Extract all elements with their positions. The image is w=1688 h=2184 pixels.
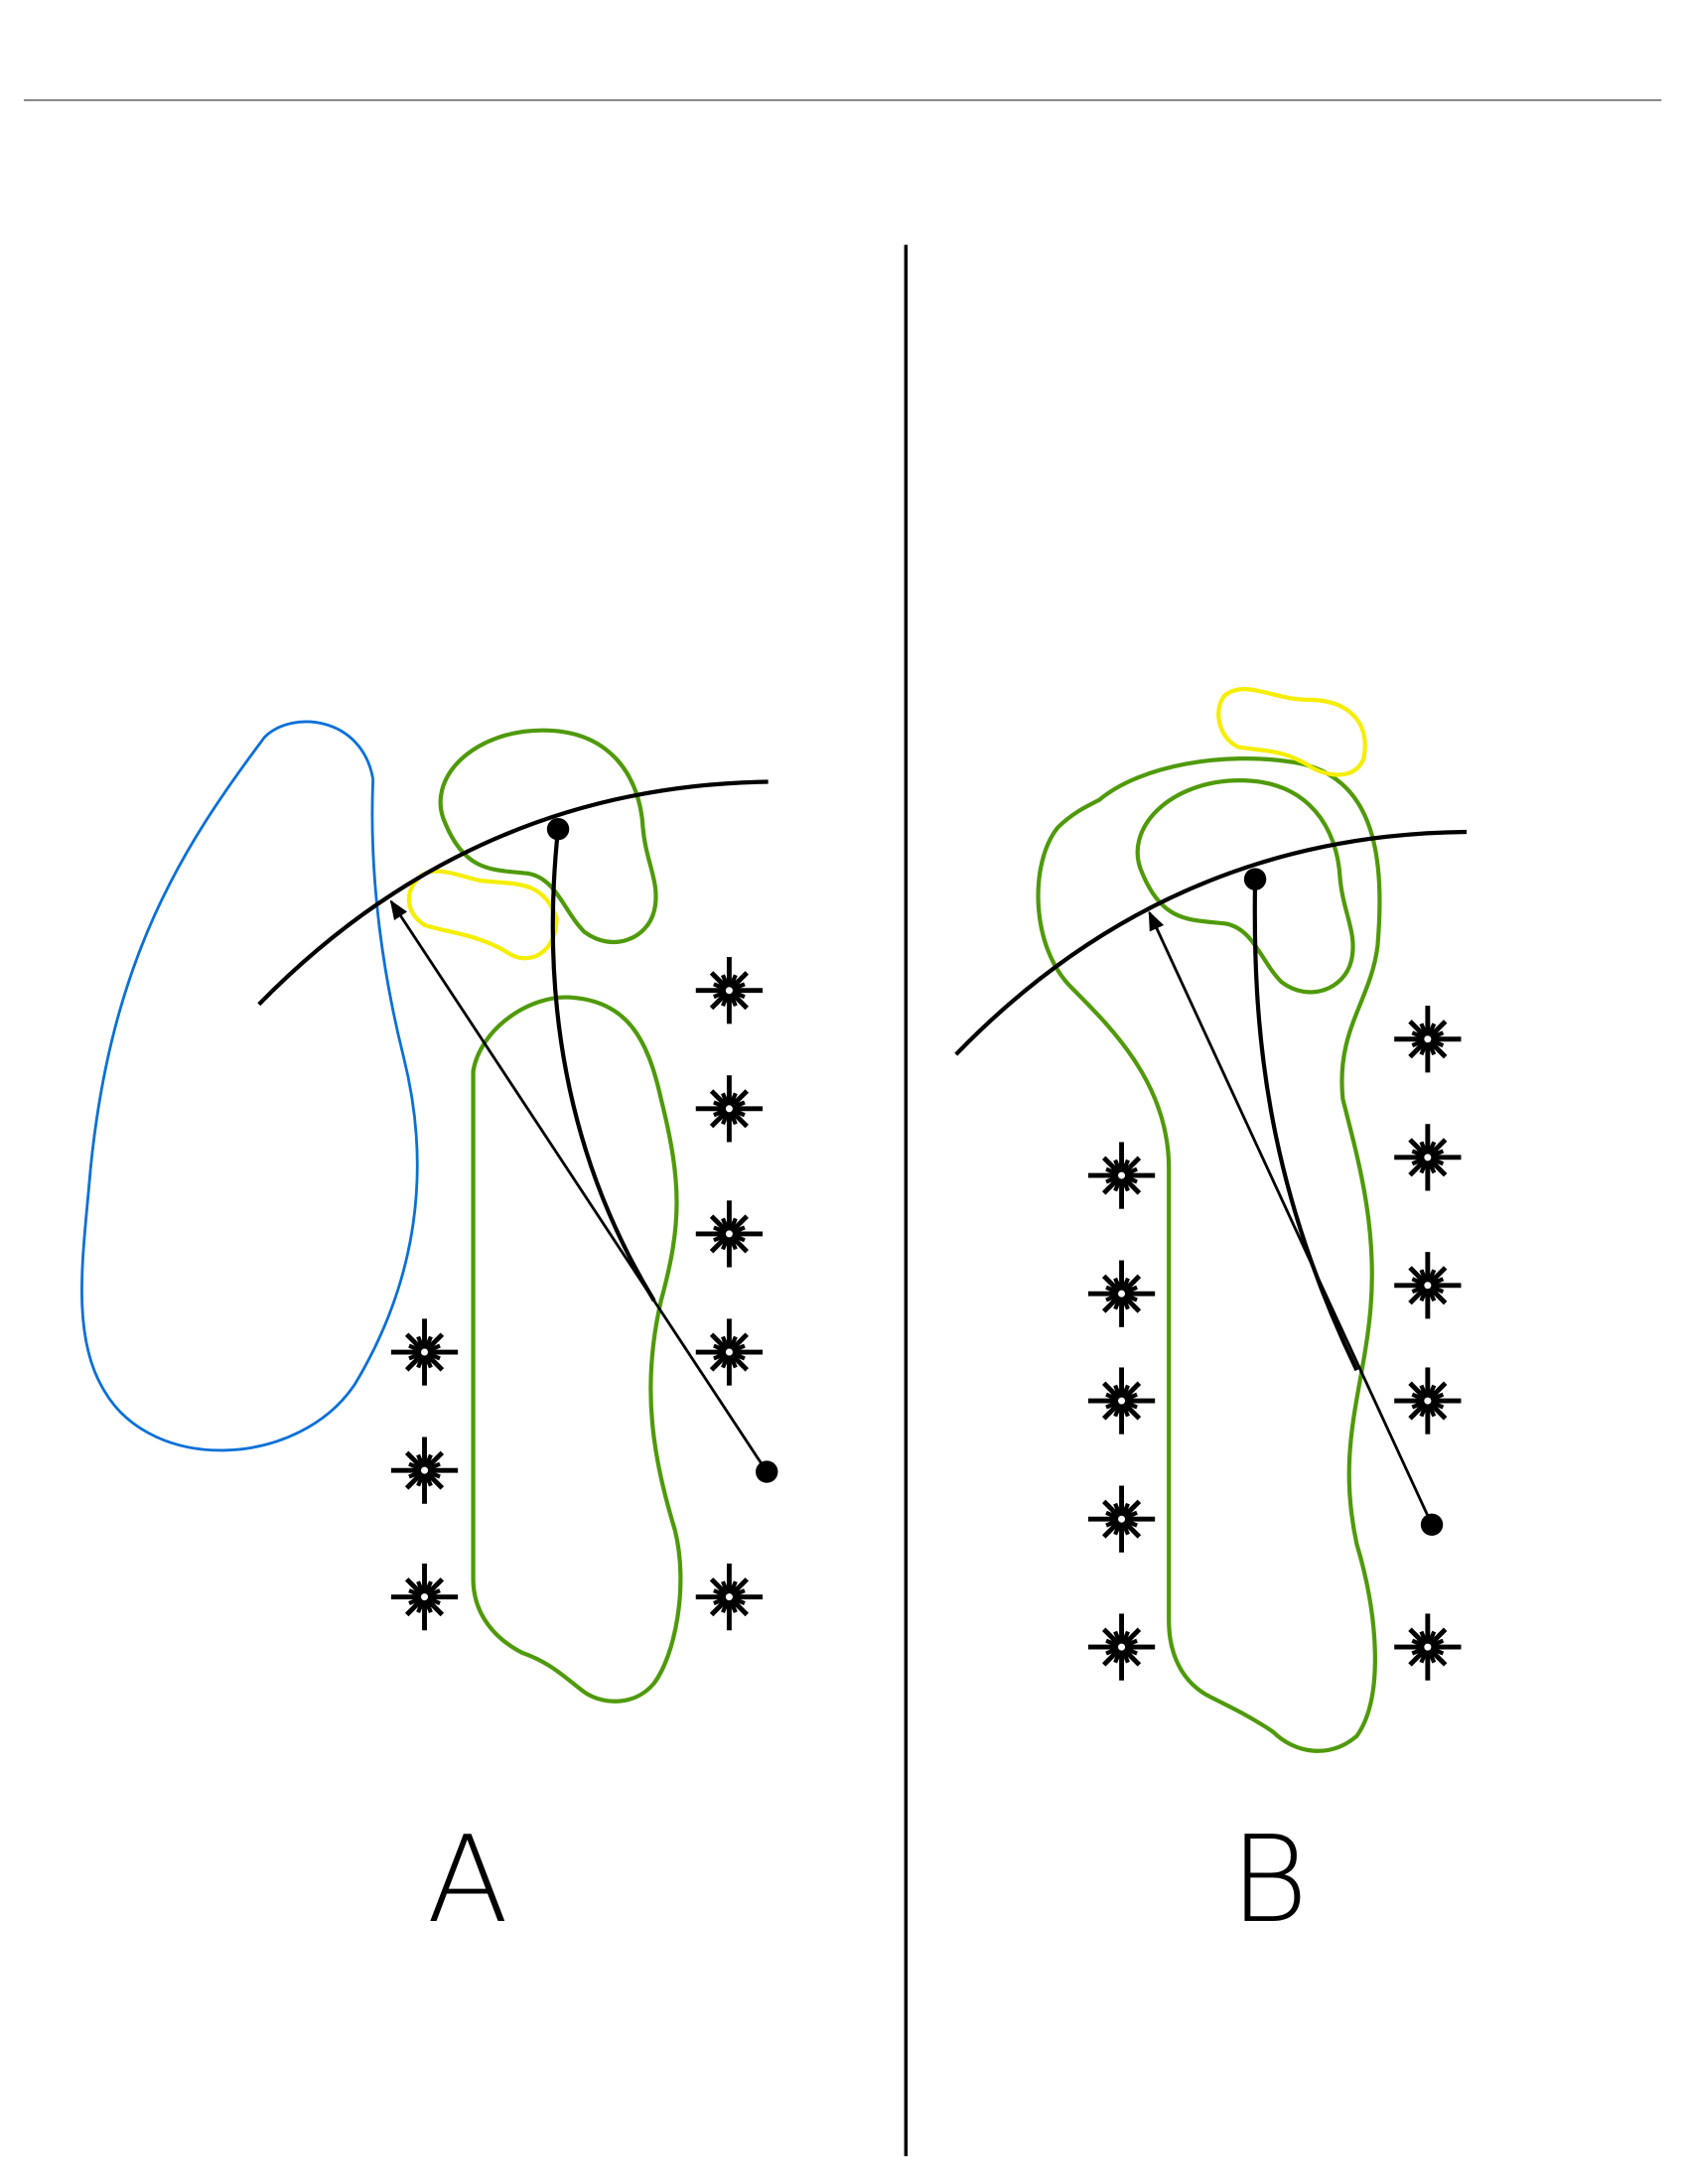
arc-line <box>954 829 1468 1056</box>
star-markers-b <box>1087 1006 1462 1681</box>
star-marker-icon <box>1087 1613 1156 1681</box>
yellow-outline <box>1216 687 1367 777</box>
arc-line <box>257 779 769 1007</box>
star-marker-icon <box>1087 1367 1156 1434</box>
panel-a: A <box>80 720 778 1950</box>
star-marker-icon <box>695 957 764 1024</box>
curved-path <box>1252 879 1359 1372</box>
vector-arrow <box>389 899 769 1473</box>
star-marker-icon <box>1087 1260 1156 1327</box>
star-marker-icon <box>695 1564 764 1631</box>
green-shaft-outline <box>471 995 683 1704</box>
vector-arrow <box>1148 910 1434 1526</box>
point-dot <box>1420 1513 1444 1537</box>
star-marker-icon <box>695 1075 764 1143</box>
green-head-outline <box>1135 778 1355 995</box>
star-marker-icon <box>390 1436 459 1504</box>
star-markers-a <box>390 957 764 1631</box>
star-marker-icon <box>1087 1142 1156 1209</box>
star-marker-icon <box>695 1200 764 1268</box>
star-marker-icon <box>1394 1367 1462 1434</box>
yellow-outline <box>406 869 559 961</box>
panel-label-a: A <box>427 1811 508 1950</box>
point-dot <box>546 817 570 841</box>
star-marker-icon <box>1394 1252 1462 1319</box>
star-marker-icon <box>1394 1006 1462 1073</box>
panel-label-b: B <box>1230 1811 1309 1950</box>
star-marker-icon <box>390 1318 459 1386</box>
panel-b: B <box>954 687 1468 1950</box>
point-dot <box>1243 868 1267 890</box>
star-marker-icon <box>1394 1613 1462 1681</box>
curved-path <box>550 828 656 1302</box>
star-marker-icon <box>390 1564 459 1631</box>
green-head-outline <box>438 728 658 944</box>
star-marker-icon <box>1087 1485 1156 1553</box>
green-outer-outline <box>1036 756 1382 1753</box>
blue-outline <box>80 720 419 1452</box>
point-dot <box>756 1460 778 1483</box>
star-marker-icon <box>695 1318 764 1386</box>
star-marker-icon <box>1394 1124 1462 1191</box>
